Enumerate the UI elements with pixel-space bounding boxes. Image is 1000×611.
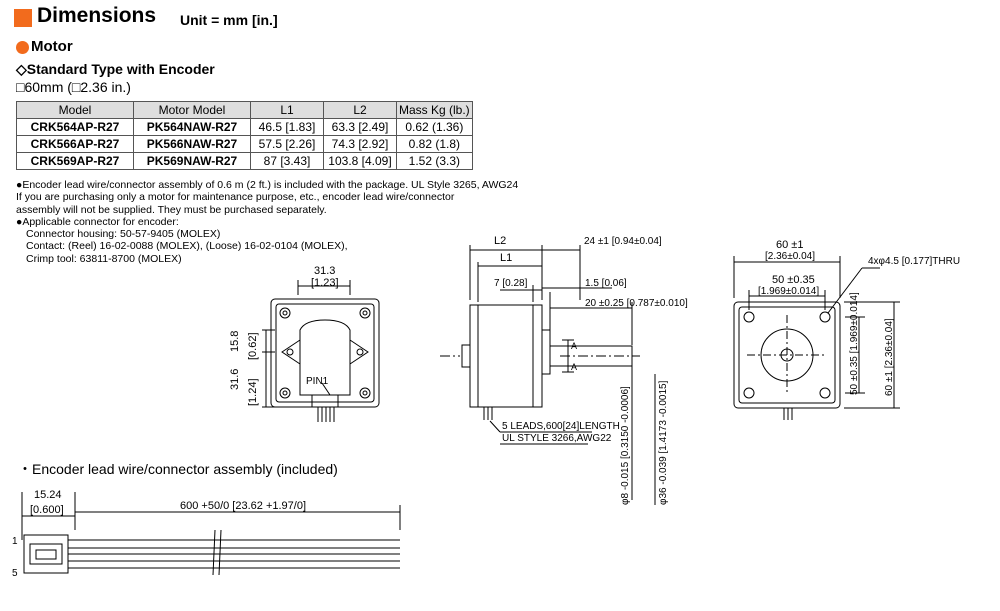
ul-style-label: UL STYLE 3266,AWG22 — [502, 433, 612, 444]
note-line: Crimp tool: 63811-8700 (MOLEX) — [26, 252, 182, 265]
l2-label: L2 — [494, 235, 506, 247]
pin-1-label: 1 — [12, 536, 18, 547]
note-line: If you are purchasing only a motor for m… — [16, 191, 455, 204]
pin1-label: PIN1 — [306, 376, 329, 387]
cell-l2: 63.3 [2.49] — [323, 118, 397, 136]
cell-model: CRK564AP-R27 — [16, 118, 134, 136]
section-a-bottom: A — [571, 362, 577, 372]
enc-dim1-label: 15.24 — [34, 489, 62, 501]
dim-24-label: 24 ±1 [0.94±0.04] — [584, 236, 662, 247]
unit-label: Unit = mm [in.] — [180, 12, 278, 28]
pin-5-label: 5 — [12, 568, 18, 579]
note-line: Contact: (Reel) 16-02-0088 (MOLEX), (Loo… — [26, 240, 348, 253]
motor-heading: Motor — [31, 38, 73, 55]
pilot-dia-label: φ36 -0.039 [1.4173 -0.0015] — [658, 380, 669, 505]
encoder-assembly-heading: ・Encoder lead wire/connector assembly (i… — [18, 461, 338, 477]
standard-type-heading: ◇Standard Type with Encoder — [16, 61, 215, 77]
rear-view — [262, 280, 380, 422]
side-view — [440, 245, 656, 505]
cell-mass: 0.62 (1.36) — [396, 118, 473, 136]
table-row: CRK566AP-R27 PK566NAW-R27 57.5 [2.26] 74… — [16, 135, 473, 153]
enc-dim2-label: 600 +50/0 [23.62 +1.97/0] — [180, 500, 306, 512]
page-title: Dimensions — [37, 4, 157, 27]
front-view — [733, 256, 900, 420]
front-60-label: 60 ±1 — [776, 239, 803, 251]
front-50-in-label: [1.969±0.014] — [758, 286, 819, 297]
col-l2: L2 — [323, 101, 397, 119]
spec-table: Model Motor Model L1 L2 Mass Kg (lb.) CR… — [16, 101, 473, 170]
note-line: Connector housing: 50-57-9405 (MOLEX) — [26, 228, 221, 241]
col-l1: L1 — [250, 101, 324, 119]
rear-h1-in-label: [0.62] — [247, 332, 259, 360]
shaft-dia-label: φ8 -0.015 [0.3150 -0.0006] — [620, 386, 631, 505]
frame-size-heading: □60mm (□2.36 in.) — [16, 79, 131, 95]
section-a-top: A — [571, 341, 577, 351]
cell-model: CRK566AP-R27 — [16, 135, 134, 153]
l1-label: L1 — [500, 252, 512, 264]
front-60-in-label: [2.36±0.04] — [765, 251, 815, 262]
rear-h2-in-label: [1.24] — [247, 378, 259, 406]
note-line: ●Encoder lead wire/connector assembly of… — [16, 179, 519, 191]
motor-bullet-icon — [16, 41, 29, 54]
notes: ●Encoder lead wire/connector assembly of… — [16, 179, 519, 265]
dim-20-label: 20 ±0.25 [0.787±0.010] — [585, 298, 688, 309]
holes-label: 4xφ4.5 [0.177]THRU — [868, 256, 960, 267]
col-motor-model: Motor Model — [133, 101, 251, 119]
table-row: CRK564AP-R27 PK564NAW-R27 46.5 [1.83] 63… — [16, 118, 473, 136]
note-line: assembly will not be supplied. They must… — [16, 203, 327, 216]
rear-width-label: 31.3 — [314, 265, 335, 277]
cell-l2: 103.8 [4.09] — [323, 152, 397, 170]
cell-motor-model: PK569NAW-R27 — [133, 152, 251, 170]
front-v60-label: 60 ±1 [2.36±0.04] — [884, 318, 895, 396]
cell-mass: 1.52 (3.3) — [396, 152, 473, 170]
table-row: CRK569AP-R27 PK569NAW-R27 87 [3.43] 103.… — [16, 152, 473, 170]
dim-1-5-label: 1.5 [0.06] — [585, 278, 627, 289]
note-line: ●Applicable connector for encoder: — [16, 215, 179, 228]
encoder-wire-drawing — [21, 492, 401, 576]
cell-model: CRK569AP-R27 — [16, 152, 134, 170]
cell-l2: 74.3 [2.92] — [323, 135, 397, 153]
enc-dim1-in-label: [0.600] — [30, 504, 64, 516]
rear-h1-label: 15.8 — [229, 331, 241, 352]
rear-width-in-label: [1.23] — [311, 277, 339, 289]
col-mass: Mass Kg (lb.) — [396, 101, 473, 119]
table-header-row: Model Motor Model L1 L2 Mass Kg (lb.) — [16, 101, 473, 119]
cell-motor-model: PK564NAW-R27 — [133, 118, 251, 136]
front-50-label: 50 ±0.35 — [772, 274, 815, 286]
dim-7-label: 7 [0.28] — [494, 278, 528, 289]
header-marker — [14, 9, 32, 27]
front-v50-label: 50 ±0.35 [1.969±0.014] — [849, 292, 860, 395]
rear-h2-label: 31.6 — [229, 369, 241, 390]
cell-l1: 87 [3.43] — [250, 152, 324, 170]
leads-label: 5 LEADS,600[24]LENGTH — [502, 421, 620, 432]
